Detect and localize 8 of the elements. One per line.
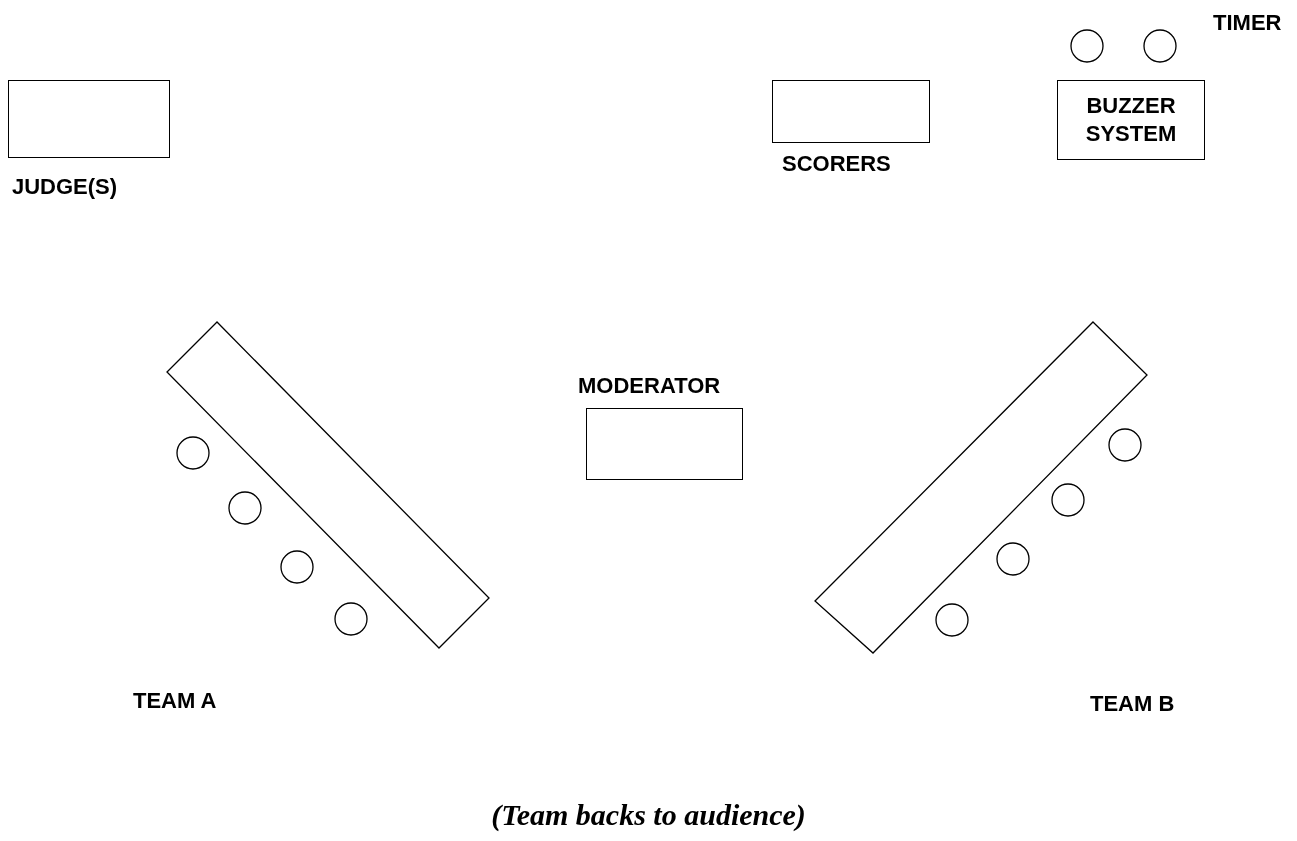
box-label: BUZZER SYSTEM bbox=[1084, 92, 1178, 148]
area-label: TEAM A bbox=[133, 688, 217, 714]
area-label: TEAM B bbox=[1090, 691, 1175, 717]
caption: (Team backs to audience) bbox=[491, 798, 806, 831]
area-label: TIMER bbox=[1213, 10, 1282, 36]
area-label: SCORERS bbox=[782, 151, 891, 177]
area-label: JUDGE(S) bbox=[12, 174, 118, 200]
area-label: MODERATOR bbox=[578, 373, 721, 399]
